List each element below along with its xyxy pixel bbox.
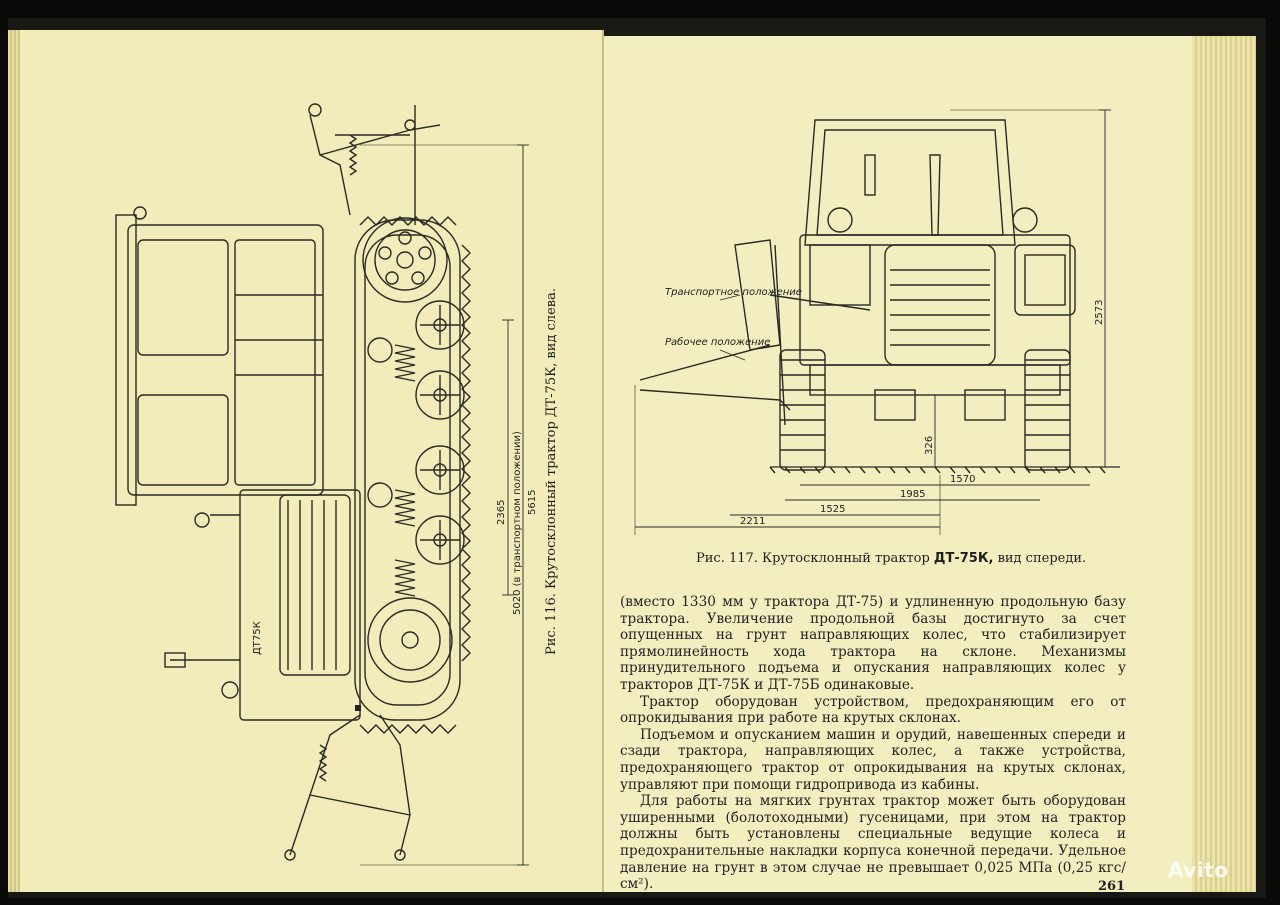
dimension-1570: 1570 <box>950 474 975 485</box>
dimension-1525: 1525 <box>820 504 845 515</box>
figure-117-caption-model: ДТ-75К, <box>933 551 994 566</box>
paragraph-3: Подъемом и опусканием машин и орудий, на… <box>620 726 1126 793</box>
figure-117-caption: Рис. 117. Крутосклонный трактор ДТ-75К, … <box>696 551 1086 566</box>
paragraph-2: Трактор оборудован устройством, предохра… <box>620 693 1126 727</box>
dimension-5020: 5020 (в транспортном положении) <box>512 431 523 615</box>
avito-watermark: Avito <box>1168 858 1229 882</box>
tractor-plate-text: ДТ75К <box>252 621 263 655</box>
left-page <box>20 30 604 892</box>
dimension-height: 2573 <box>1094 300 1105 325</box>
transport-position-label: Транспортное положение <box>665 287 802 298</box>
tractor-side-view-drawing: ДТ75К 2365 5020 (в транспортном положени… <box>115 103 538 866</box>
dimension-1985: 1985 <box>900 489 925 500</box>
page-number: 261 <box>1098 879 1126 894</box>
dimension-5615: 5615 <box>527 490 538 515</box>
tractor-front-view-drawing: Транспортное положение Рабочее положение… <box>634 109 1120 535</box>
working-position-label: Рабочее положение <box>665 336 770 348</box>
right-page-edges <box>1192 36 1256 892</box>
dimension-2211: 2211 <box>740 516 765 527</box>
dimension-clearance: 326 <box>924 436 935 455</box>
figure-116-caption: Рис. 116. Крутосклонный трактор ДТ-75К, … <box>544 288 559 655</box>
figure-117-caption-prefix: Рис. 117. Крутосклонный трактор <box>696 551 930 566</box>
body-text: (вместо 1330 мм у трактора ДТ-75) и удли… <box>620 594 1126 893</box>
figure-117-caption-suffix: вид спереди. <box>997 551 1087 566</box>
dimension-2365: 2365 <box>496 500 507 525</box>
paragraph-4: Для работы на мягких грунтах трактор мож… <box>620 793 1126 893</box>
paragraph-1: (вместо 1330 мм у трактора ДТ-75) и удли… <box>620 594 1126 693</box>
right-page <box>604 36 1194 892</box>
left-page-edges <box>8 30 22 892</box>
